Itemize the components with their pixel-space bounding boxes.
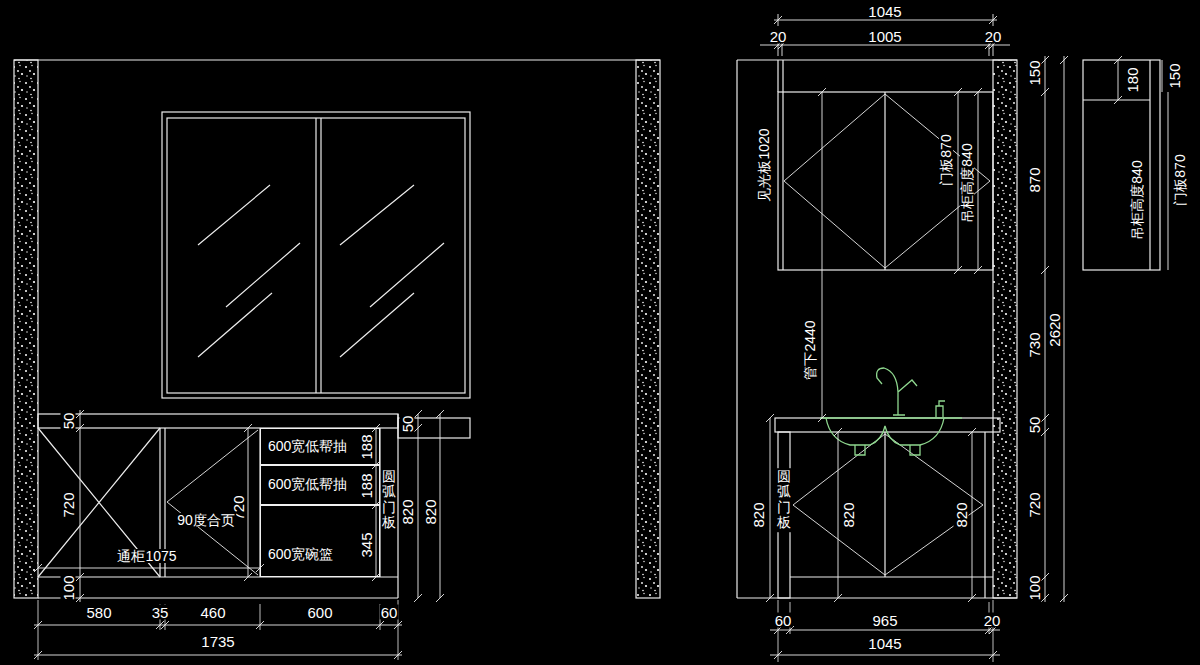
dimension-label: 600 (306, 605, 333, 620)
dimension-label: 2620 (1047, 312, 1062, 347)
wall-cabinet (778, 92, 993, 270)
dimension-label: 1005 (867, 29, 902, 44)
dimension-label: 50 (1027, 416, 1042, 435)
dimension-label: 20 (984, 29, 1003, 44)
dimension-label: 100 (1027, 574, 1042, 601)
dimension-label: 965 (871, 613, 898, 628)
wall-hatch (636, 60, 660, 598)
annotation-label: 管下2440 (803, 319, 817, 380)
dimension-label: 150 (1027, 59, 1042, 86)
drawer-label: 600宽碗篮 (267, 547, 334, 562)
annotation-label: 通柜1075 (116, 549, 177, 563)
dimension-label: 60 (380, 605, 399, 620)
annotation-label: 吊柜高度840 (1130, 159, 1144, 240)
dimension-label: 180 (1125, 66, 1140, 93)
dimension-label: 820 (954, 501, 969, 528)
dimension-label: 150 (1167, 62, 1182, 89)
door-swing (167, 430, 258, 575)
wall-hatch (993, 60, 1017, 598)
dimension-label: 20 (769, 29, 788, 44)
dimension-label: 820 (423, 498, 438, 525)
window-frame (162, 112, 470, 398)
countertop (775, 418, 1000, 432)
dimension-label: 60 (774, 613, 793, 628)
dimension-label: 50 (61, 412, 76, 431)
dimension-label: 188 (359, 472, 374, 499)
dimension-label: 1735 (200, 634, 235, 649)
dimension-label: 820 (400, 498, 415, 525)
door-swing (784, 94, 990, 268)
wall-hatch (14, 60, 38, 598)
glass-hatch (198, 185, 444, 357)
annotation-label: 圆弧门板 (776, 468, 792, 532)
sink-faucet (820, 368, 962, 455)
dimension-label: 100 (61, 574, 76, 601)
dimension-label: 188 (359, 433, 374, 460)
dimension-label: 870 (1027, 166, 1042, 193)
section-box (1083, 60, 1160, 270)
dimension-label: 820 (841, 501, 856, 528)
dimension-label: 720 (61, 491, 76, 518)
annotation-label: 圆弧门板 (381, 468, 397, 532)
dimension-label: 720 (1027, 491, 1042, 518)
dimension-label: 345 (359, 531, 374, 558)
annotation-label: 门板870 (1173, 153, 1187, 206)
annotation-label: 见光板1020 (757, 127, 771, 202)
annotation-label: 门板870 (939, 133, 953, 186)
dimension-label: 35 (151, 605, 170, 620)
dimension-label: 50 (400, 415, 415, 434)
door-swing (793, 434, 983, 575)
dimension-label: 730 (1027, 331, 1042, 358)
dimension-label: 820 (751, 501, 766, 528)
annotation-label: 90度合页 (176, 513, 236, 527)
countertop (38, 414, 398, 428)
dimension-label: 1045 (867, 4, 902, 19)
drawer-label: 600宽低帮抽 (267, 477, 348, 492)
dimension-label: 1045 (867, 636, 902, 651)
dimension-label: 20 (983, 613, 1002, 628)
drawer-label: 600宽低帮抽 (267, 439, 348, 454)
dimension-label: 580 (85, 605, 112, 620)
dimension-label: 460 (199, 605, 226, 620)
annotation-label: 吊柜高度840 (960, 142, 974, 223)
